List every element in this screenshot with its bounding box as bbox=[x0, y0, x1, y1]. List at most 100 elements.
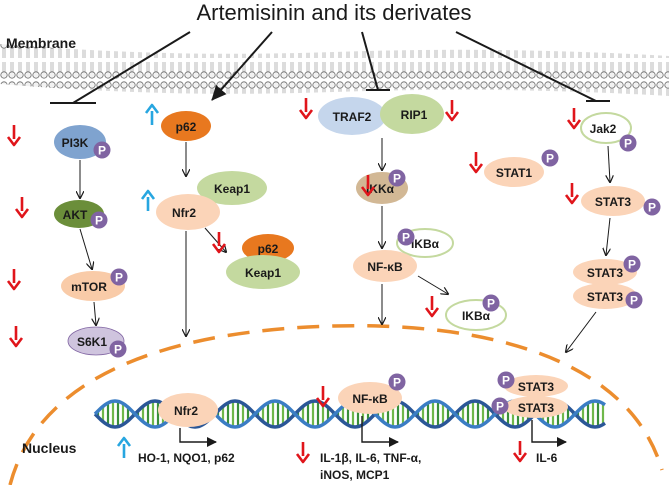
phosphorylation-mark: P bbox=[93, 141, 111, 159]
svg-text:P: P bbox=[393, 172, 401, 186]
keap1-bound-node: Keap1 bbox=[226, 255, 300, 289]
svg-text:TRAF2: TRAF2 bbox=[333, 110, 372, 124]
svg-text:P: P bbox=[624, 137, 632, 151]
svg-text:Keap1: Keap1 bbox=[214, 182, 250, 196]
svg-text:RIP1: RIP1 bbox=[401, 108, 428, 122]
stat3-dimer-bottom: STAT3 bbox=[573, 283, 637, 309]
svg-text:STAT3: STAT3 bbox=[587, 266, 624, 280]
svg-text:P: P bbox=[487, 297, 495, 311]
svg-text:IKKα: IKKα bbox=[366, 182, 395, 196]
downregulation-arrow-icon bbox=[512, 441, 528, 463]
p62-node: p62 bbox=[161, 111, 211, 141]
nucleus-boundary bbox=[8, 323, 664, 485]
nfkb-target-genes-line2: iNOS, MCP1 bbox=[320, 468, 390, 482]
phosphorylation-mark: P bbox=[619, 134, 637, 152]
phosphorylation-mark: P bbox=[110, 268, 128, 286]
upregulation-arrow-icon bbox=[140, 189, 156, 211]
svg-text:mTOR: mTOR bbox=[71, 280, 107, 294]
svg-text:P: P bbox=[630, 294, 638, 308]
svg-text:Jak2: Jak2 bbox=[590, 122, 617, 136]
phosphorylation-mark: P bbox=[541, 149, 559, 167]
downregulation-arrow-icon bbox=[424, 296, 440, 318]
svg-text:P: P bbox=[502, 374, 510, 388]
svg-text:p62: p62 bbox=[176, 120, 197, 134]
pi3k-arrows bbox=[80, 160, 96, 325]
svg-text:P: P bbox=[648, 201, 656, 215]
nuclear-stat3-top: STAT3 bbox=[504, 375, 568, 397]
nfkb-node: NF-κB bbox=[353, 250, 417, 282]
downregulation-arrow-icon bbox=[14, 197, 30, 219]
downregulation-arrow-icon bbox=[444, 100, 460, 122]
mtor-node: mTOR bbox=[61, 271, 125, 301]
svg-text:Keap1: Keap1 bbox=[245, 266, 281, 280]
svg-text:NF-κB: NF-κB bbox=[352, 392, 388, 406]
nfr2-node: Nfr2 bbox=[156, 194, 220, 230]
phosphorylation-mark: P bbox=[491, 397, 509, 415]
phosphorylation-mark: P bbox=[388, 373, 406, 391]
downregulation-arrow-icon bbox=[295, 442, 311, 464]
pi3k-node: PI3K bbox=[54, 125, 106, 159]
regulation-arrows bbox=[6, 98, 582, 464]
svg-text:STAT3: STAT3 bbox=[595, 195, 632, 209]
downregulation-arrow-icon bbox=[8, 326, 24, 348]
transcription-arrows bbox=[179, 416, 567, 447]
svg-text:P: P bbox=[115, 271, 123, 285]
downregulation-arrow-icon bbox=[315, 386, 331, 408]
svg-text:P: P bbox=[496, 400, 504, 414]
phosphorylation-mark: P bbox=[643, 198, 661, 216]
svg-text:STAT3: STAT3 bbox=[518, 380, 555, 394]
nuclear-nfkb-node: NF-κB bbox=[338, 382, 402, 414]
nuclear-nfr2-node: Nfr2 bbox=[158, 393, 218, 427]
nfkb-target-genes-line1: IL-1β, IL-6, TNF-α, bbox=[320, 451, 421, 465]
nucleus-label: Nucleus bbox=[22, 440, 77, 456]
nrf2-target-genes: HO-1, NQO1, p62 bbox=[138, 451, 235, 465]
svg-text:PI3K: PI3K bbox=[62, 136, 89, 150]
svg-text:P: P bbox=[393, 376, 401, 390]
p62-bound-node: p62 bbox=[242, 234, 294, 262]
svg-text:p62: p62 bbox=[258, 242, 279, 256]
membrane-label: Membrane bbox=[6, 35, 76, 51]
rip1-node: RIP1 bbox=[380, 94, 444, 134]
svg-text:Nfr2: Nfr2 bbox=[172, 206, 196, 220]
svg-text:P: P bbox=[402, 231, 410, 245]
svg-text:AKT: AKT bbox=[63, 208, 88, 222]
svg-text:STAT3: STAT3 bbox=[587, 290, 624, 304]
phosphorylation-mark: P bbox=[388, 169, 406, 187]
keap1-node: Keap1 bbox=[197, 171, 267, 205]
cell-membrane bbox=[0, 44, 669, 96]
downregulation-arrow-icon bbox=[566, 108, 582, 130]
phosphorylation-mark: P bbox=[497, 371, 515, 389]
svg-text:IKBα: IKBα bbox=[462, 309, 491, 323]
svg-text:P: P bbox=[114, 343, 122, 357]
downregulation-arrow-icon bbox=[6, 125, 22, 147]
downregulation-arrow-icon bbox=[298, 98, 314, 120]
phosphorylation-mark: P bbox=[90, 211, 108, 229]
phosphorylation-mark: P bbox=[623, 255, 641, 273]
svg-text:P: P bbox=[95, 214, 103, 228]
diagram-title: Artemisinin and its derivates bbox=[196, 0, 471, 25]
jak2-node: Jak2 bbox=[580, 112, 632, 144]
nfkb-arrows bbox=[382, 138, 448, 324]
upregulation-arrow-icon bbox=[116, 436, 132, 458]
stat-arrows bbox=[566, 145, 610, 352]
drug-action-lines bbox=[50, 31, 610, 104]
nuclear-stat3-bottom: STAT3 bbox=[504, 396, 568, 418]
svg-text:STAT1: STAT1 bbox=[496, 166, 533, 180]
svg-text:P: P bbox=[628, 258, 636, 272]
svg-text:S6K1: S6K1 bbox=[77, 335, 107, 349]
downregulation-arrow-icon bbox=[360, 175, 376, 197]
svg-text:STAT3: STAT3 bbox=[518, 401, 555, 415]
stat3-target-genes: IL-6 bbox=[536, 451, 558, 465]
downregulation-arrow-icon bbox=[6, 269, 22, 291]
phosphorylation-mark: P bbox=[482, 294, 500, 312]
upregulation-arrow-icon bbox=[144, 103, 160, 125]
downregulation-arrow-icon bbox=[211, 232, 227, 254]
stat3-node: STAT3 bbox=[581, 186, 645, 216]
stat1-node: STAT1 bbox=[484, 157, 544, 187]
phosphorylation-mark: P bbox=[397, 228, 415, 246]
downregulation-arrow-icon bbox=[468, 152, 484, 174]
phosphorylation-mark: P bbox=[625, 291, 643, 309]
svg-text:NF-κB: NF-κB bbox=[367, 260, 403, 274]
